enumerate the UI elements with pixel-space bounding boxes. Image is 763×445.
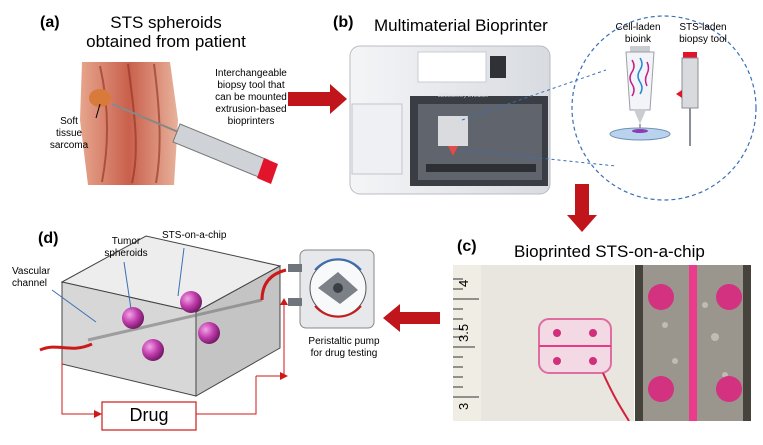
spheroid [142,339,164,361]
chip-illustration [39,235,287,397]
ruler-mark-3: 3 [456,402,471,410]
biopsy-note-line: extrusion-based [215,104,287,115]
drug-box [101,401,197,431]
panel-a-title-line2: obtained from patient [86,32,246,51]
sarcoma-mass [89,89,111,107]
vascular-channel-label: Vascular channel [12,266,62,290]
biopsy-tool-label-line: STS-laden [679,22,727,33]
tumor-label-line: Tumor [111,236,141,247]
peristaltic-pump [288,249,375,329]
biopsy-tool-inset [676,52,699,146]
biopsy-tool-label: STS-laden biopsy tool [670,22,736,46]
chip-photo-ruler [453,265,634,421]
bioink-label-line: bioink [624,34,652,45]
biopsy-syringe [111,103,278,184]
biopsy-note-line: bioprinters [227,116,275,127]
zoom-indicator [461,15,757,201]
panel-b-title: Multimaterial Bioprinter [374,16,548,35]
tumor-spheroids-label: Tumor spheroids [96,236,156,260]
panel-a-label: (a) [40,14,60,31]
pump-label: Peristaltic pump for drug testing [294,336,394,360]
spheroid [198,322,220,344]
drug-label: Drug [129,405,169,425]
spheroid [180,291,202,313]
biopsy-note-line: Interchangeable [215,68,287,79]
panel-c-label: (c) [457,238,477,255]
tumor-label-line: spheroids [104,248,148,259]
pump-label-line: Peristaltic pump [308,336,380,347]
ruler-mark-3.5: 3.5 [456,323,471,342]
bioink-label-line: Cell-laden [615,22,661,33]
bioprinter-illustration [349,45,551,195]
panel-a-title: STS spheroids obtained from patient [86,13,246,51]
sarcoma-label-line: tissue [55,128,83,139]
bioink-cartridge [609,46,671,141]
panel-a-title-line1: STS spheroids [110,13,222,32]
vascular-channel [87,298,263,342]
chip-photo-microscope [635,265,751,421]
panel-b-label: (b) [333,14,354,31]
pump-label-line: for drug testing [310,348,378,359]
sarcoma-label-line: Soft [60,116,78,127]
panel-c-title: Bioprinted STS-on-a-chip [514,242,705,261]
vascular-label-line: Vascular [12,266,51,277]
chip-label: STS-on-a-chip [162,230,227,241]
biopsy-tool-note: Interchangeable biopsy tool that can be … [201,68,301,128]
biopsy-note-line: biopsy tool that [217,80,285,91]
drug-loop [61,298,288,431]
arrow-b-to-c [567,184,597,232]
sarcoma-label: Soft tissue sarcoma [44,116,94,152]
arrow-c-to-d [383,304,440,332]
inlet-tube [39,342,93,352]
sarcoma-label-line: sarcoma [49,140,89,151]
biopsy-note-line: can be mounted [215,92,287,103]
leg-illustration [80,62,178,185]
bioink-label: Cell-laden bioink [606,22,670,46]
printer-brand: 3DDiscovery Evolution [438,93,489,99]
outlet-tube [260,268,287,301]
ruler-mark-4: 4 [456,279,471,287]
vascular-label-line: channel [12,278,48,289]
arrow-a-to-b [288,84,347,114]
panel-d-label: (d) [38,230,59,247]
spheroid [122,307,144,329]
biopsy-tool-label-line: biopsy tool [679,34,727,45]
